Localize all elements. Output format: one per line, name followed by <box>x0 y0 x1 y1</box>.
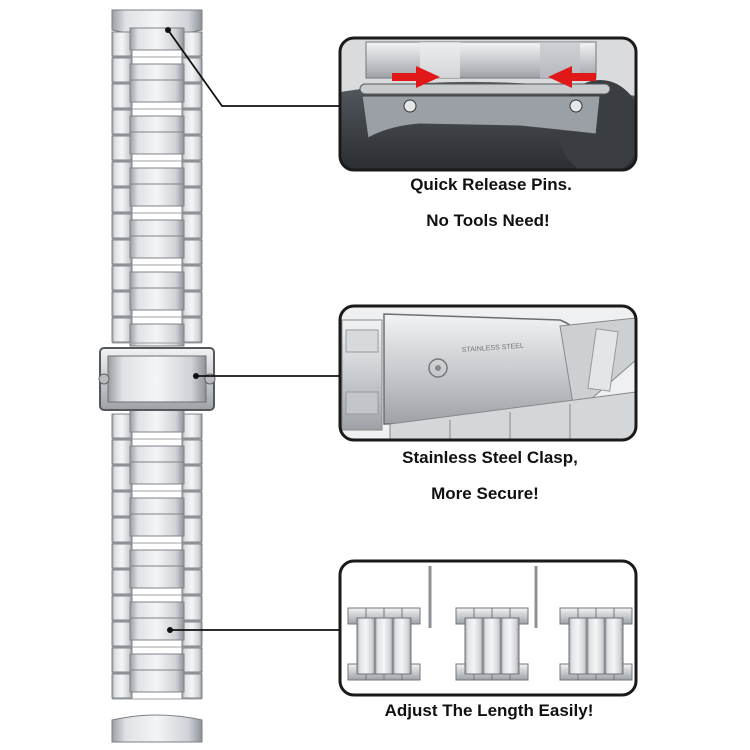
band-link <box>111 131 203 162</box>
band-link <box>111 513 203 544</box>
callout-line-adjust <box>167 627 340 633</box>
red-arrow-left-icon <box>392 66 440 88</box>
band-link <box>111 235 203 266</box>
callout-line-quick-release <box>165 27 340 107</box>
caption-quick-release-line2: No Tools Need! <box>426 211 549 230</box>
band-clasp <box>98 347 216 411</box>
panel-clasp: STAINLESS STEEL <box>338 304 638 442</box>
watch-band <box>98 9 216 743</box>
clasp-engraving: STAINLESS STEEL <box>462 343 525 354</box>
band-link <box>111 617 203 648</box>
band-link <box>111 27 203 58</box>
band-link <box>111 183 203 214</box>
removed-link-group-left <box>347 607 421 681</box>
caption-clasp-line1: Stainless Steel Clasp, <box>402 448 578 467</box>
band-link <box>111 461 203 492</box>
removed-link-group-right <box>559 607 633 681</box>
caption-quick-release-line1: Quick Release Pins. <box>410 175 572 194</box>
band-link <box>111 669 203 700</box>
callout-line-clasp <box>193 373 340 379</box>
red-arrow-right-icon <box>548 66 596 88</box>
panel-quick-release <box>338 36 638 172</box>
band-link <box>111 79 203 110</box>
band-link <box>111 565 203 596</box>
caption-clasp-line2: More Secure! <box>431 484 539 503</box>
band-link <box>111 409 203 440</box>
panel-adjust <box>338 559 638 697</box>
band-link <box>111 287 203 318</box>
band-link <box>111 317 203 347</box>
removed-link-group-middle <box>455 607 529 681</box>
caption-adjust: Adjust The Length Easily! <box>385 701 594 720</box>
